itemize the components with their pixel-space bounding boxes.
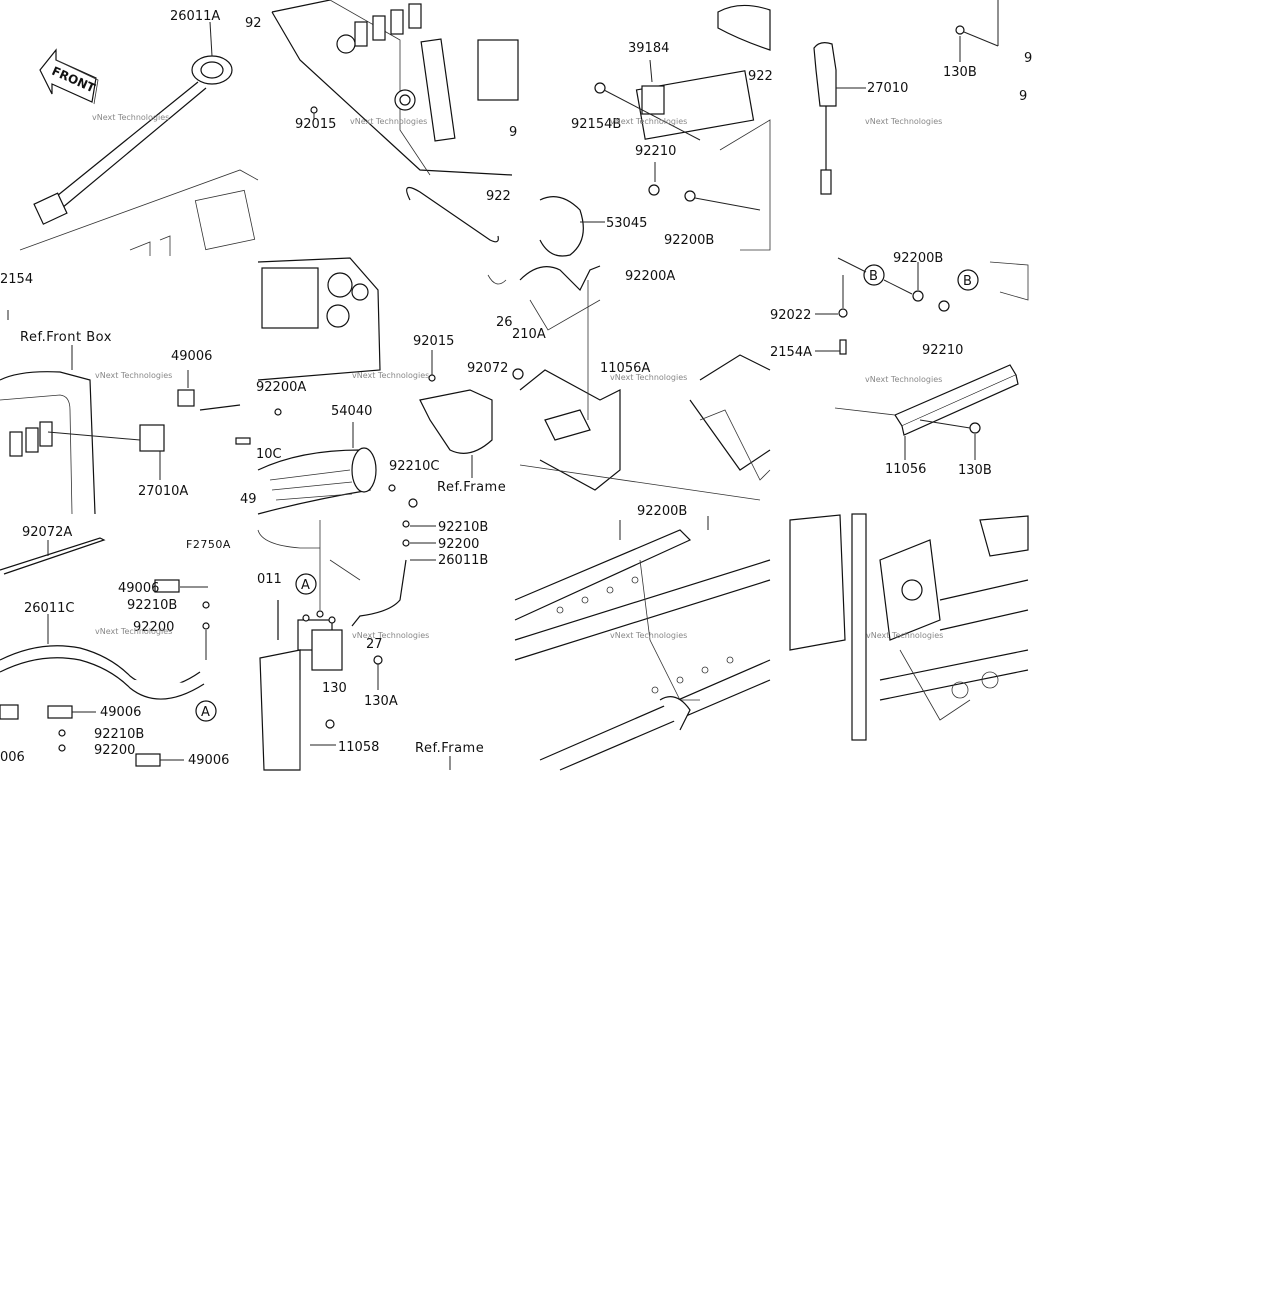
- label-26011C: 26011C: [24, 601, 74, 616]
- tile-8: B B 92022 2154A 92210 11056 130B 92200B …: [770, 251, 1029, 478]
- label-9-partial: 9: [509, 125, 517, 140]
- label-92200A: 92200A: [256, 380, 306, 395]
- label-39184: 39184: [628, 41, 669, 56]
- label-27010A: 27010A: [138, 484, 188, 499]
- label-92015: 92015: [413, 334, 454, 349]
- label-92200: 92200: [438, 537, 479, 552]
- label-2154A-partial: 2154A: [770, 345, 812, 360]
- watermark: vNext Technologies: [865, 117, 942, 126]
- front-arrow-icon: FRONT: [39, 48, 99, 105]
- label-11058: 11058: [338, 740, 379, 755]
- label-92022: 92022: [770, 308, 811, 323]
- label-49-partial: 49: [240, 492, 257, 507]
- callout-a-icon: [195, 700, 217, 722]
- label-27010: 27010: [867, 81, 908, 96]
- label-49006: 49006: [100, 705, 141, 720]
- tile-2: 92015 9 922 vNext Technologies: [271, 0, 519, 243]
- callout-a-icon: [295, 573, 317, 595]
- label-130B: 130B: [958, 463, 992, 478]
- watermark: vNext Technologies: [865, 375, 942, 384]
- callout-b-icon: [957, 269, 979, 291]
- winch-handle-part: [33, 55, 233, 225]
- label-92072: 92072: [467, 361, 508, 376]
- label-92200B: 92200B: [637, 504, 687, 519]
- label-210A-partial: 210A: [512, 327, 546, 342]
- label-92200A: 92200A: [625, 269, 675, 284]
- label-922-partial: 922: [486, 189, 511, 204]
- label-92210: 92210: [922, 343, 963, 358]
- label-26011A: 26011A: [170, 9, 220, 24]
- label-10C-partial: 10C: [256, 447, 282, 462]
- label-92-partial: 92: [245, 16, 262, 31]
- label-11056: 11056: [885, 462, 926, 477]
- watermark: vNext Technologies: [610, 373, 687, 382]
- watermark: vNext Technologies: [95, 627, 172, 636]
- watermark: vNext Technologies: [95, 371, 172, 380]
- watermark: vNext Technologies: [352, 371, 429, 380]
- label-9-partial: 9: [1019, 89, 1027, 104]
- label-130B: 130B: [943, 65, 977, 80]
- label-26011B: 26011B: [438, 553, 488, 568]
- label-92200B: 92200B: [664, 233, 714, 248]
- watermark: vNext Technologies: [92, 113, 169, 122]
- tile-6: 92015 92072 92200A 54040 92210C Ref.Fram…: [240, 257, 546, 515]
- tile-12: vNext Technologies: [789, 513, 1029, 741]
- callout-b-icon: [863, 264, 885, 286]
- tile-3: 39184 92154B 92210 92200B 53045 92200A 9…: [539, 4, 773, 284]
- label-11056A: 11056A: [600, 361, 650, 376]
- label-53045: 53045: [606, 216, 647, 231]
- label-130: 130: [322, 681, 347, 696]
- label-130A: 130A: [364, 694, 398, 709]
- label-ref-frame: Ref.Frame: [437, 480, 506, 495]
- label-92210B: 92210B: [127, 598, 177, 613]
- label-figure-code: F2750A: [186, 538, 231, 551]
- callout-letter-b: B: [869, 269, 878, 284]
- label-92200B-partial: 92200B: [893, 251, 943, 266]
- label-92015: 92015: [295, 117, 336, 132]
- label-9-partial: 9: [1024, 51, 1032, 66]
- label-922-partial: 922: [748, 69, 773, 84]
- label-92210C: 92210C: [389, 459, 439, 474]
- label-26-partial: 26: [496, 315, 513, 330]
- label-92200: 92200: [94, 743, 135, 758]
- label-27-partial: 27: [366, 637, 383, 652]
- bracket-part-11056: [894, 364, 1019, 436]
- tile-7: 11056A vNext Technologies: [512, 265, 771, 501]
- tile-11: 92200B vNext Technologies: [514, 504, 771, 771]
- tile-10: A 92210B 92200 26011B 011 27 130 130A 11…: [257, 520, 488, 771]
- watermark: vNext Technologies: [352, 631, 429, 640]
- watermark: vNext Technologies: [610, 631, 687, 640]
- callout-letter-b: B: [963, 274, 972, 289]
- label-006-partial: 006: [0, 750, 25, 765]
- label-ref-front-box: Ref.Front Box: [20, 330, 112, 345]
- label-54040: 54040: [331, 404, 372, 419]
- tile-4: 27010 130B 9 9 vNext Technologies: [813, 0, 1032, 195]
- label-92200: 92200: [133, 620, 174, 635]
- winch-contactor-part: [297, 610, 343, 671]
- label-49006: 49006: [171, 349, 212, 364]
- label-92210B: 92210B: [438, 520, 488, 535]
- tile-1: FRONT 26011A 92 vNext Technologies: [19, 9, 262, 256]
- label-92154B: 92154B: [571, 117, 621, 132]
- label-49006: 49006: [188, 753, 229, 768]
- label-011-partial: 011: [257, 572, 282, 587]
- label-92210B: 92210B: [94, 727, 144, 742]
- watermark: vNext Technologies: [610, 117, 687, 126]
- label-ref-frame: Ref.Frame: [415, 741, 484, 756]
- label-2154-partial: 2154: [0, 272, 33, 287]
- tile-9: A 92072A F2750A 49006 26011C 92210B 9220…: [0, 525, 231, 768]
- callout-letter-a: A: [301, 578, 310, 593]
- label-92210: 92210: [635, 144, 676, 159]
- callout-letter-a: A: [201, 705, 210, 720]
- label-49006: 49006: [118, 581, 159, 596]
- tile-5: 2154 Ref.Front Box 49006 27010A vNext Te…: [0, 272, 251, 515]
- watermark: vNext Technologies: [866, 631, 943, 640]
- label-92072A: 92072A: [22, 525, 72, 540]
- winch-motor-part: [257, 447, 377, 515]
- watermark: vNext Technologies: [350, 117, 427, 126]
